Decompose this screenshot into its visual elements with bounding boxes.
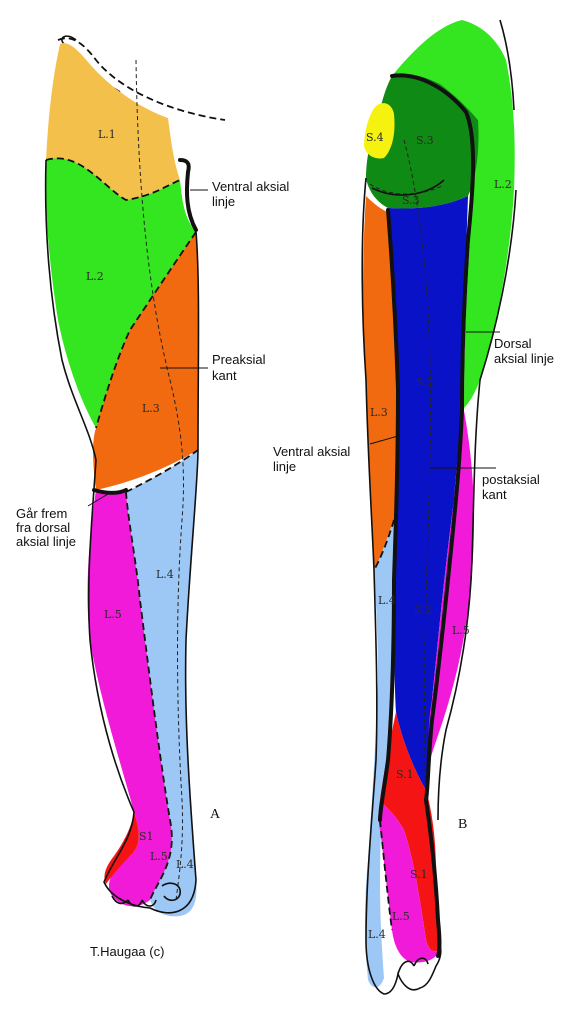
label-l2-b: L.2 <box>494 178 512 191</box>
region-l3-a <box>93 232 199 490</box>
label-l5-foot-b: L.5 <box>392 910 410 923</box>
boundary-l4-l5-foot-b <box>379 819 393 931</box>
leg-outline-a <box>44 159 200 914</box>
annotation-dorsal-origin-line1: Går frem <box>16 506 67 521</box>
label-l5-foot-a: L.5 <box>150 850 168 863</box>
panel-letter-b: B <box>458 817 467 832</box>
label-l2-a: L.2 <box>86 270 104 283</box>
ventral-axial-line-a <box>178 158 198 232</box>
lateral-outline-b <box>437 189 517 821</box>
toes-b <box>397 957 429 975</box>
annotation-ventral-axial-b-line2: linje <box>273 459 296 474</box>
region-s2-b <box>388 196 468 790</box>
label-s3-b: S.3 <box>416 134 434 147</box>
label-l4-b: L.4 <box>378 594 396 607</box>
big-toe-a <box>161 882 181 902</box>
region-l1-a <box>46 43 180 200</box>
region-l5-a <box>87 490 172 907</box>
annotation-ventral-axial-a-line2: linje <box>212 194 235 209</box>
label-l4-foot-b: L.4 <box>368 928 386 941</box>
region-l3-b <box>363 196 398 570</box>
region-l2-a <box>45 158 197 428</box>
label-l1-a: L.1 <box>98 128 116 141</box>
region-s3-b <box>366 74 479 209</box>
label-l4-foot-a: L.4 <box>176 858 194 871</box>
label-l4-a: L.4 <box>156 568 174 581</box>
panel-letter-a: A <box>210 807 221 822</box>
label-l3-a: L.3 <box>142 402 160 415</box>
boundary-l3-l4-b <box>373 519 395 571</box>
annotation-dorsal-axial-line2: aksial linje <box>494 351 554 366</box>
boundary-l1-l2-a <box>45 157 181 201</box>
label-l5-b: L.5 <box>452 624 470 637</box>
pointer-ventral-axial-b <box>369 435 399 445</box>
hip-outline-a <box>57 37 226 121</box>
boundary-l2-l3-a <box>95 231 197 429</box>
annotation-ventral-axial-b-line1: Ventral aksial <box>273 444 350 459</box>
region-l4-b <box>365 520 394 988</box>
dorsal-axial-line-b <box>390 73 476 958</box>
annotation-dorsal-axial-line1: Dorsal <box>494 336 532 351</box>
annotation-preaxial-line2: kant <box>212 368 237 383</box>
label-s4-b: S.4 <box>366 131 384 144</box>
label-s1-upper-b: S.1 <box>396 768 414 781</box>
region-l5-foot-b <box>378 800 440 963</box>
region-s1-b <box>380 712 440 952</box>
label-s2-upper-b: S.2 <box>416 376 434 389</box>
ventral-axial-line-b <box>378 208 401 822</box>
label-s2-lower-b: S.2 <box>414 604 432 617</box>
pelvis-edge-a <box>61 35 77 45</box>
label-s1-foot-b: S.1 <box>410 868 428 881</box>
boundary-s3-s2-b <box>369 183 443 195</box>
region-l4-a <box>126 450 198 917</box>
credit-text: T.Haugaa (c) <box>90 944 164 959</box>
leg-outline-b <box>361 177 442 995</box>
annotation-postaxial-line1: postaksial <box>482 472 540 487</box>
boundary-l4-l5-a <box>125 491 173 901</box>
hip-outline-b <box>499 19 515 111</box>
toes-a <box>111 895 157 907</box>
annotation-ventral-axial-a-line1: Ventral aksial <box>212 179 289 194</box>
anterior-leg-view: L.1 L.2 L.3 L.4 L.5 S1 L.5 L.4 Ventral a… <box>16 35 289 917</box>
posterior-leg-view: S.4 S.3 S.3 L.2 S.2 L.3 L.4 S.2 L.5 S.1 … <box>273 19 554 995</box>
pointer-dorsal-origin-a <box>87 493 109 507</box>
midline-b <box>403 139 432 801</box>
label-l3-b: L.3 <box>370 406 388 419</box>
label-l5-a: L.5 <box>104 608 122 621</box>
annotation-preaxial-line1: Preaksial <box>212 352 266 367</box>
label-s1-a: S1 <box>139 830 154 843</box>
annotation-dorsal-origin-line3: aksial linje <box>16 534 76 549</box>
annotation-postaxial-line2: kant <box>482 487 507 502</box>
region-l2-b <box>392 20 515 408</box>
annotation-dorsal-origin-line2: fra dorsal <box>16 520 70 535</box>
gluteal-fold-b <box>371 179 445 196</box>
region-s4-b <box>364 103 395 159</box>
label-s3-lower-b: S.3 <box>402 194 420 207</box>
dorsal-origin-line-a <box>92 488 128 495</box>
midline-a <box>135 59 184 901</box>
